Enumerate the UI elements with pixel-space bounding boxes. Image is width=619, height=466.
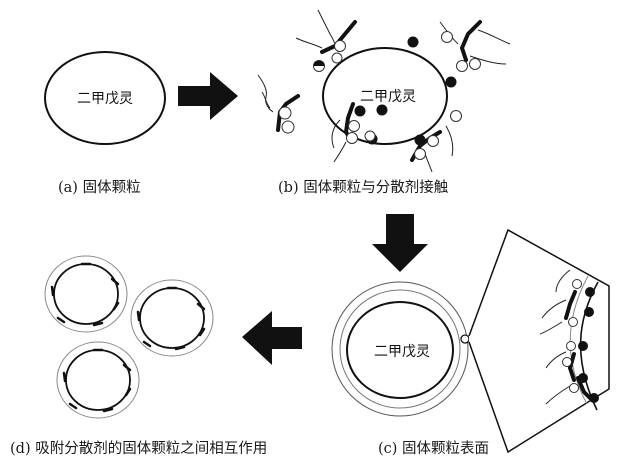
caption-a: (a) 固体颗粒 xyxy=(58,179,141,196)
panel-a: 二甲戊灵 (a) 固体颗粒 xyxy=(44,51,166,196)
dispersant-molecule-topleft xyxy=(295,9,357,72)
arrow-down-icon xyxy=(372,214,428,272)
coated-particle-d2 xyxy=(130,279,214,357)
particle-label-c: 二甲戊灵 xyxy=(374,344,430,360)
solid-particle-a xyxy=(44,51,166,145)
coated-particle-d3 xyxy=(56,341,140,419)
panel-d: (d) 吸附分散剂的固体颗粒之间相互作用 xyxy=(10,255,267,457)
dispersant-molecule-free xyxy=(257,74,300,134)
particle-label-a: 二甲戊灵 xyxy=(77,91,133,107)
arrow-right-icon xyxy=(178,72,238,120)
dispersant-molecule-lowerright xyxy=(410,110,462,173)
caption-c: (c) 固体颗粒表面 xyxy=(378,440,489,457)
coated-particle-d1 xyxy=(44,255,128,333)
particle-label-b: 二甲戊灵 xyxy=(360,89,416,105)
caption-b: (b) 固体颗粒与分散剂接触 xyxy=(278,179,449,196)
surface-magnified-view xyxy=(468,228,610,454)
dispersant-molecule-lowerleft xyxy=(331,102,376,163)
dispersant-molecule-topright xyxy=(439,20,511,72)
arrow-left-icon xyxy=(242,311,302,365)
surface-point-marker xyxy=(460,334,470,344)
solid-particle-c xyxy=(346,301,454,399)
panel-c: 二甲戊灵 xyxy=(331,228,610,457)
adsorption-layer-inner xyxy=(339,289,461,409)
caption-d: (d) 吸附分散剂的固体颗粒之间相互作用 xyxy=(10,440,267,457)
panel-b: 二甲戊灵 xyxy=(257,9,511,196)
